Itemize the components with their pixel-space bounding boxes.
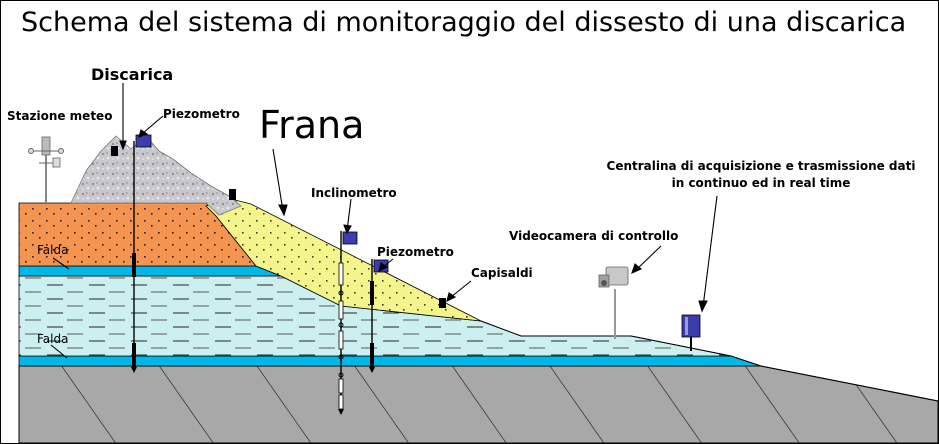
weather-station-icon bbox=[28, 136, 64, 203]
centralina-icon bbox=[681, 314, 701, 351]
label-centralina-line2: in continuo ed in real time bbox=[671, 176, 851, 190]
waste-rock-pile bbox=[70, 135, 242, 216]
ground-profile bbox=[480, 320, 938, 402]
label-capisaldi: Capisaldi bbox=[471, 266, 533, 280]
videocamera-icon bbox=[598, 266, 629, 339]
label-falda-1: Falda bbox=[37, 243, 69, 257]
crest-benchmark bbox=[229, 189, 236, 200]
label-frana: Frana bbox=[259, 103, 365, 147]
label-videocamera: Videocamera di controllo bbox=[509, 229, 679, 243]
piezometer-1 bbox=[131, 134, 152, 373]
leader-lines bbox=[50, 83, 718, 359]
label-piezometro-2: Piezometro bbox=[377, 245, 454, 259]
piezometer-2 bbox=[369, 259, 389, 373]
capisaldi-benchmark bbox=[439, 298, 446, 308]
water-table-upper bbox=[18, 265, 282, 277]
bedrock-layer bbox=[18, 365, 938, 443]
diagram-title: Schema del sistema di monitoraggio del d… bbox=[21, 7, 907, 38]
inclinometer-flag bbox=[342, 231, 358, 245]
inclinometer bbox=[338, 231, 358, 415]
landfill-benchmark bbox=[111, 146, 118, 156]
label-piezometro-1: Piezometro bbox=[163, 107, 240, 121]
label-falda-2: Falda bbox=[37, 332, 69, 346]
label-centralina-line1: Centralina di acquisizione e trasmission… bbox=[606, 159, 916, 173]
label-inclinometro: Inclinometro bbox=[311, 186, 397, 200]
piezometer-1-flag bbox=[135, 134, 152, 148]
label-discarica: Discarica bbox=[91, 65, 174, 84]
water-table-lower bbox=[18, 355, 762, 367]
label-stazione-meteo: Stazione meteo bbox=[7, 109, 113, 123]
